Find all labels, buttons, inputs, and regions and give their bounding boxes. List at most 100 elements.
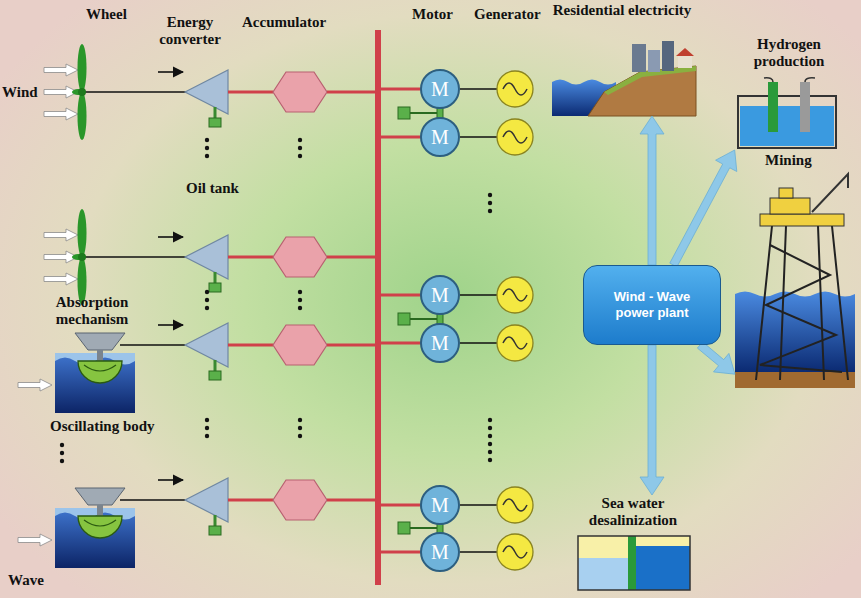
motor-coupling (410, 112, 437, 114)
motor-letter: M (431, 285, 449, 305)
converter-chain (158, 70, 376, 127)
mining-illustration (760, 245, 842, 372)
wind-arrows (44, 64, 78, 285)
generator-set (381, 71, 533, 570)
motor-circle: M (420, 323, 460, 363)
ellipsis-dots (488, 209, 492, 213)
wind-wheel (72, 44, 87, 140)
ellipsis-dots (205, 418, 209, 422)
motor-circle: M (420, 275, 460, 315)
flow-arrow (697, 342, 735, 374)
ellipsis-dots (60, 451, 64, 455)
part-label: Wind (2, 84, 38, 101)
wind-wheel (72, 209, 87, 305)
application-panel: Sea water desalinization (570, 495, 696, 592)
motor-coupling (410, 318, 437, 320)
motor-coupling (398, 107, 410, 119)
plant-name: Wind - Wave power plant (606, 289, 698, 320)
ellipsis-dots (205, 146, 209, 150)
hydrogen-illustration (740, 106, 834, 146)
wind-arrows (44, 229, 78, 241)
motor-letter: M (431, 542, 449, 562)
hydrogen-illustration (764, 78, 815, 82)
ellipsis-dots (298, 298, 302, 302)
ellipsis-dots (205, 434, 209, 438)
mining-illustration (756, 226, 848, 380)
wave-arrows (18, 379, 52, 391)
ellipsis-dots (488, 426, 492, 430)
ellipsis-dots (298, 290, 302, 294)
application-heading: Sea water desalinization (570, 495, 696, 530)
turbine-shafts (84, 92, 186, 257)
ellipsis-dots (298, 434, 302, 438)
flow-arrow (670, 150, 737, 267)
wind-arrows (44, 273, 78, 285)
mining-illustration (779, 188, 793, 198)
flow-arrow (640, 345, 664, 495)
motor-letter: M (431, 127, 449, 147)
hydrogen-illustration (738, 96, 836, 148)
converter-chain (158, 235, 376, 292)
motor-circle: M (420, 69, 460, 109)
application-panel: Residential electricity (548, 2, 696, 116)
residential-illustration (678, 56, 692, 68)
desalination-illustration (578, 536, 690, 590)
wind-wheel (72, 44, 87, 305)
ellipsis-dots (205, 306, 209, 310)
part-label: Wheel (86, 6, 127, 23)
part-label: Motor (412, 6, 453, 23)
motor-coupling (398, 313, 410, 325)
part-label: Accumulator (242, 14, 326, 31)
flow-arrow (640, 116, 664, 265)
residential-illustration (552, 41, 696, 116)
turbine-shafts (84, 91, 186, 92)
ellipsis-dots (205, 138, 209, 142)
ellipsis-dots (488, 458, 492, 462)
ellipsis-dots (488, 434, 492, 438)
wind-arrows (44, 108, 78, 120)
application-panel: Mining (735, 152, 855, 388)
turbine-shafts (84, 256, 186, 257)
converter-chain (158, 70, 376, 535)
ellipsis-dots (298, 146, 302, 150)
ellipsis-dots (298, 426, 302, 430)
desalination-illustration (578, 536, 628, 558)
desalination-illustration (636, 546, 690, 590)
wind-arrows (44, 64, 78, 76)
application-panel: Hydrogen production (728, 36, 850, 150)
motor-letter: M (431, 333, 449, 353)
mining-illustration (735, 372, 855, 388)
motor-circle: M (420, 117, 460, 157)
ellipsis-dots (488, 201, 492, 205)
wave-absorber (55, 488, 185, 568)
ellipsis-dots (488, 193, 492, 197)
ellipsis-dots (298, 138, 302, 142)
desalination-illustration (578, 558, 628, 590)
converter-chain (158, 478, 376, 535)
motor-coupling (398, 522, 410, 534)
ellipsis-dots (60, 459, 64, 463)
residential-illustration (632, 44, 646, 72)
motor-circle: M (420, 485, 460, 525)
motor-coupling (410, 527, 437, 529)
residential-illustration (648, 50, 660, 72)
motor-circle: M (420, 532, 460, 572)
ellipsis-dots (205, 426, 209, 430)
residential-illustration (588, 66, 696, 116)
ellipsis-dots (60, 443, 64, 447)
mining-illustration (735, 292, 855, 373)
part-label: Generator (474, 6, 541, 23)
motor-letter: M (431, 79, 449, 99)
motor-letter: M (431, 495, 449, 515)
mining-illustration (735, 174, 855, 388)
mining-illustration (756, 226, 848, 380)
hydrogen-illustration (738, 78, 836, 148)
ellipsis-dots (205, 154, 209, 158)
desalination-illustration (636, 536, 690, 546)
part-label: Oil tank (186, 180, 239, 197)
power-bus (375, 30, 381, 585)
mining-illustration (760, 214, 844, 226)
part-label: Wave (8, 572, 44, 589)
part-label: Oscillating body (50, 418, 155, 435)
